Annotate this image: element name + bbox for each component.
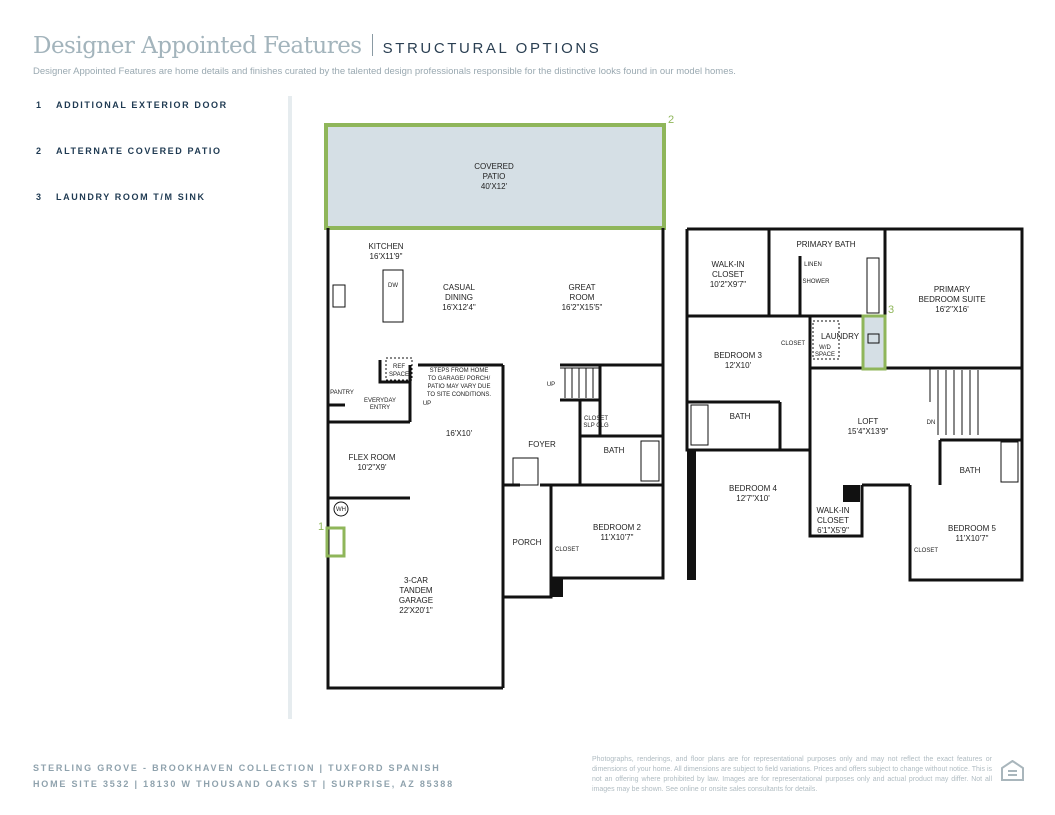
option-item: 3 LAUNDRY ROOM T/M SINK (36, 192, 228, 238)
bath-label: BATH (730, 412, 751, 421)
great-room-label: ROOM (570, 293, 595, 302)
great-room-size: 16'2"X15'5" (562, 303, 603, 312)
option-marker-1: 1 (318, 521, 324, 533)
porch-label: PORCH (513, 538, 542, 547)
closet-label: CLOSET (781, 341, 805, 347)
note-line: PATIO MAY VARY DUE (428, 384, 491, 390)
option-label: ALTERNATE COVERED PATIO (56, 146, 222, 156)
linen-label: LINEN (804, 262, 822, 268)
first-floor-plan (324, 123, 666, 690)
walk-in-closet-label: CLOSET (712, 270, 744, 279)
title-sub: STRUCTURAL OPTIONS (382, 40, 602, 57)
bedroom-4-size: 12'7"X10' (736, 494, 770, 503)
stairs-down-label: DN (927, 420, 936, 426)
flex-room-label: FLEX ROOM (348, 453, 395, 462)
bath-label: BATH (604, 446, 625, 455)
laundry-label: LAUNDRY (821, 332, 860, 341)
option-number: 2 (36, 146, 43, 156)
title-main: Designer Appointed Features (33, 33, 362, 59)
dining-size: 16'X12'4" (442, 303, 476, 312)
entry-label: EVERYDAY (364, 398, 396, 404)
option-number: 3 (36, 192, 43, 202)
first-floor-labels: COVERED PATIO 40'X12' KITCHEN 16'X11'9" … (330, 162, 641, 615)
patio-size: 40'X12' (481, 182, 508, 191)
loft-size: 15'4"X13'9" (848, 427, 889, 436)
description: Designer Appointed Features are home det… (33, 66, 736, 77)
closet-label: CLOSET (584, 416, 608, 422)
stairs-up-label: UP (547, 382, 555, 388)
option-item: 1 ADDITIONAL EXTERIOR DOOR (36, 100, 228, 146)
option-item: 2 ALTERNATE COVERED PATIO (36, 146, 228, 192)
walk-in-closet-label: WALK-IN (816, 506, 849, 515)
dining-label: DINING (445, 293, 473, 302)
walk-in-closet-label: WALK-IN (711, 260, 744, 269)
divider (288, 96, 292, 719)
flex-room-size: 10'2"X9' (357, 463, 387, 472)
primary-suite-size: 16'2"X16' (935, 305, 969, 314)
primary-suite-label: BEDROOM SUITE (918, 295, 985, 304)
walk-in-closet-size: 10'2"X9'7" (710, 280, 746, 289)
bedroom-5-size: 11'X10'7" (956, 534, 989, 543)
bedroom-3-label: BEDROOM 3 (714, 351, 763, 360)
bath-label: BATH (960, 466, 981, 475)
equal-housing-icon (1001, 760, 1024, 781)
patio-label: PATIO (483, 172, 506, 181)
primary-bath-label: PRIMARY BATH (796, 240, 855, 249)
water-heater-label: WH (336, 507, 346, 513)
bedroom-3-size: 12'X10' (725, 361, 752, 370)
exterior-door-highlight (325, 526, 346, 558)
footer-disclaimer: Photographs, renderings, and floor plans… (592, 756, 992, 793)
garage-extension-size: 16'X10' (446, 429, 473, 438)
option-marker-2: 2 (668, 114, 674, 126)
garage-label: 3-CAR (404, 576, 428, 585)
note-line: TO GARAGE/ PORCH/ (428, 376, 491, 382)
note-line: STEPS FROM HOME (430, 368, 489, 374)
great-room-label: GREAT (569, 283, 596, 292)
second-floor-labels: WALK-IN CLOSET 10'2"X9'7" PRIMARY BATH L… (710, 240, 997, 554)
ref-label: SPACE (389, 372, 409, 378)
dishwasher-label: DW (388, 283, 398, 289)
options-list: 1 ADDITIONAL EXTERIOR DOOR 2 ALTERNATE COV… (36, 100, 228, 238)
patio-label: COVERED (474, 162, 514, 171)
title-divider (371, 34, 373, 56)
foyer-label: FOYER (528, 440, 556, 449)
covered-patio-highlight (324, 123, 666, 230)
pantry-label: PANTRY (330, 390, 354, 396)
walk-in-closet-label: CLOSET (817, 516, 849, 525)
closet-label: SLP CLG (583, 423, 609, 429)
footer-homesite: HOME SITE 3532 | 18130 W THOUSAND OAKS S… (33, 779, 454, 789)
garage-label: GARAGE (399, 596, 433, 605)
footer-community: STERLING GROVE - BROOKHAVEN COLLECTION |… (33, 763, 441, 773)
loft-label: LOFT (858, 417, 879, 426)
option-label: ADDITIONAL EXTERIOR DOOR (56, 100, 228, 110)
bedroom-2-size: 11'X10'7" (601, 533, 634, 542)
walk-in-closet-size: 6'1"X5'9" (817, 526, 849, 535)
footer-address: STERLING GROVE - BROOKHAVEN COLLECTION |… (33, 760, 454, 792)
primary-suite-label: PRIMARY (934, 285, 971, 294)
closet-label: CLOSET (914, 548, 938, 554)
wd-label: SPACE (815, 352, 835, 358)
up-label: UP (423, 401, 431, 407)
kitchen-label: KITCHEN (368, 242, 403, 251)
dining-label: CASUAL (443, 283, 476, 292)
second-floor-plan (685, 227, 1024, 582)
shower-label: SHOWER (803, 279, 831, 285)
ref-label: REF (393, 364, 405, 370)
option-label: LAUNDRY ROOM T/M SINK (56, 192, 206, 202)
closet-label: CLOSET (555, 547, 579, 553)
page-title: Designer Appointed Features STRUCTURAL OP… (33, 33, 601, 59)
note-line: TO SITE CONDITIONS. (427, 392, 492, 398)
wd-label: W/D (819, 345, 831, 351)
garage-label: TANDEM (399, 586, 433, 595)
bedroom-4-label: BEDROOM 4 (729, 484, 778, 493)
bedroom-2-label: BEDROOM 2 (593, 523, 642, 532)
option-marker-3: 3 (888, 304, 894, 316)
entry-label: ENTRY (370, 405, 390, 411)
kitchen-size: 16'X11'9" (370, 252, 403, 261)
garage-size: 22'X20'1" (399, 606, 433, 615)
option-number: 1 (36, 100, 43, 110)
bedroom-5-label: BEDROOM 5 (948, 524, 997, 533)
